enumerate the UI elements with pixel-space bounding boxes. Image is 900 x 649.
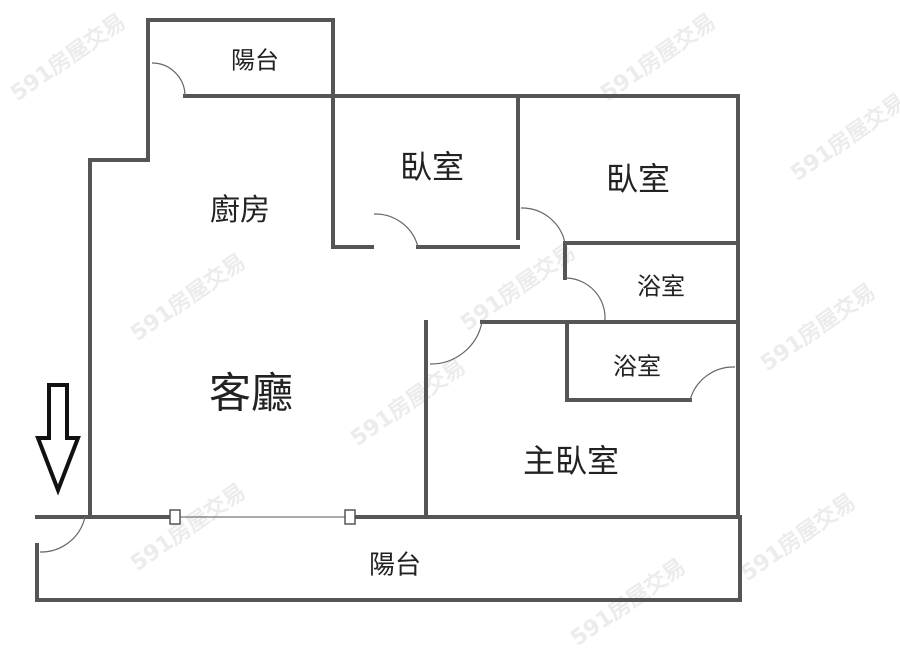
door-arc xyxy=(151,62,186,97)
door-arc xyxy=(520,207,566,244)
wall xyxy=(565,320,692,402)
room-label-balcony-bottom: 陽台 xyxy=(368,550,422,581)
wall xyxy=(35,515,742,602)
room-label-balcony-top: 陽台 xyxy=(231,46,279,75)
window-jamb xyxy=(344,509,356,525)
door-arc xyxy=(429,321,483,365)
door-arc xyxy=(565,277,606,321)
arrow-down-icon xyxy=(35,383,81,496)
window-jamb xyxy=(169,509,181,525)
room-label-master-bedroom: 主臥室 xyxy=(522,442,620,480)
wall xyxy=(146,18,374,249)
room-label-bathroom-1: 浴室 xyxy=(637,272,685,301)
door-arc xyxy=(39,516,86,553)
room-label-living-room: 客廳 xyxy=(208,368,294,418)
room-label-bedroom-2: 臥室 xyxy=(605,160,671,198)
wall xyxy=(183,94,740,519)
room-label-kitchen: 廚房 xyxy=(210,193,270,228)
wall xyxy=(88,94,177,519)
room-label-bathroom-2: 浴室 xyxy=(613,352,661,381)
door-arc xyxy=(373,213,419,248)
room-label-bedroom-1: 臥室 xyxy=(399,148,465,186)
door-arc xyxy=(689,366,736,401)
